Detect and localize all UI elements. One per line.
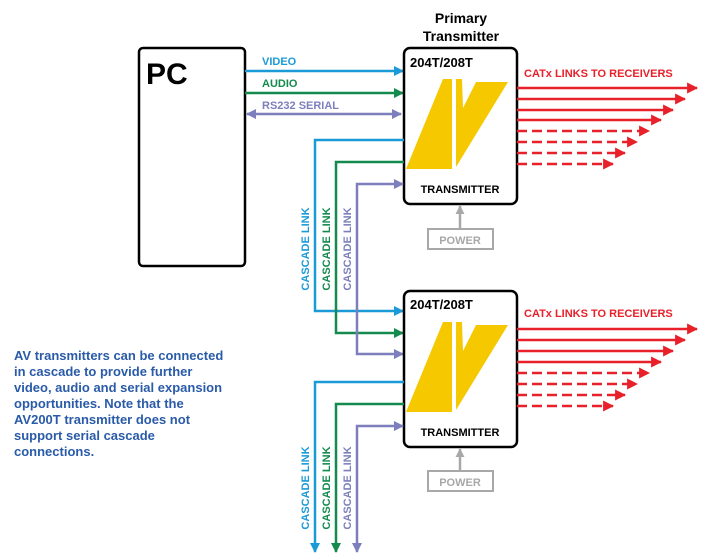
av-logo-right (456, 79, 508, 167)
cascade-link-label-audio-1: CASCADE LINK (321, 207, 333, 290)
power-label: POWER (439, 235, 481, 247)
transmitter-caption: TRANSMITTER (421, 184, 500, 196)
cascade-video-link-2 (310, 380, 404, 553)
catx-links-second (517, 323, 699, 412)
transmitter-caption: TRANSMITTER (421, 427, 500, 439)
cascade-video-link-1 (313, 138, 404, 316)
transmitter-model: 204T/208T (410, 297, 473, 312)
pc-label: PC (146, 58, 188, 91)
pc-box (137, 46, 247, 268)
power-box (427, 228, 494, 250)
cascade-link-label-video-1: CASCADE LINK (300, 207, 312, 290)
av-logo-left (406, 79, 452, 169)
power-box (427, 470, 494, 492)
cascade-note: AV transmitters can be connected in casc… (14, 348, 224, 459)
primary-heading-line2: Transmitter (423, 28, 500, 44)
transmitter-model: 204T/208T (410, 55, 473, 70)
cascade-serial-link-1 (355, 179, 404, 359)
audio-label: AUDIO (262, 78, 298, 90)
cascade-link-label-video-2: CASCADE LINK (300, 446, 312, 529)
primary-heading-line1: Primary (435, 10, 487, 26)
power-label: POWER (439, 477, 481, 489)
cascade-link-label-audio-2: CASCADE LINK (321, 446, 333, 529)
cascade-serial-link-2 (352, 421, 404, 553)
cascade-link-label-serial-2: CASCADE LINK (342, 446, 354, 529)
catx-links-primary (517, 82, 699, 170)
cascade-audio-link-1 (334, 160, 404, 338)
catx-links-label: CATx LINKS TO RECEIVERS (524, 308, 673, 320)
serial-label: RS232 SERIAL (262, 100, 339, 112)
primary-transmitter: 204T/208T TRANSMITTER (402, 46, 519, 206)
catx-links-label: CATx LINKS TO RECEIVERS (524, 68, 673, 80)
av-logo-right (456, 322, 508, 410)
second-transmitter: 204T/208T TRANSMITTER (402, 289, 519, 449)
video-label: VIDEO (262, 56, 297, 68)
cascade-link-label-serial-1: CASCADE LINK (342, 207, 354, 290)
av-logo-left (406, 322, 452, 412)
cascade-audio-link-2 (331, 402, 404, 553)
